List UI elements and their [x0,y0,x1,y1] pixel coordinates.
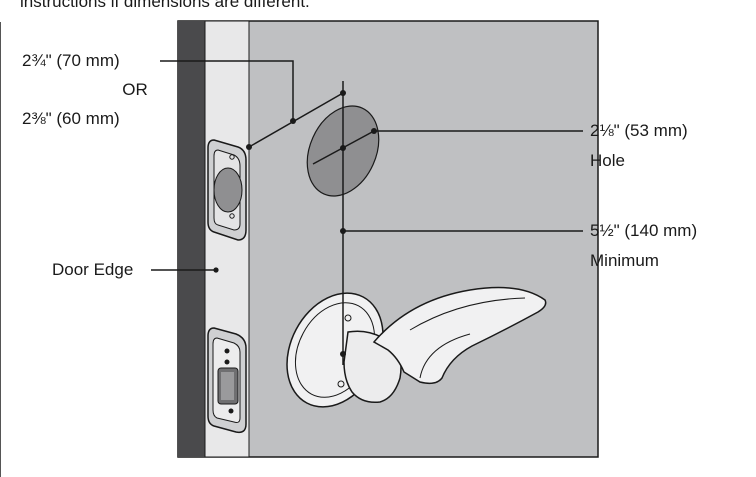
hole-size-label: 2⅛" (53 mm) [590,121,688,140]
door-edge-label: Door Edge [52,260,134,279]
hole-word-label: Hole [590,151,625,170]
lever-handle [343,286,547,404]
hole-diameter-line [312,130,375,165]
page-left-rule [0,22,1,477]
door-dark-strip [178,21,205,457]
backset-dimension-line [248,92,344,148]
lower-latch-plate [207,327,247,434]
backset-or-label: OR [122,80,148,99]
minimum-distance-label: 5½" (140 mm) [590,221,698,240]
latch-faceplate [207,139,247,241]
handle-center-dot [340,351,346,357]
backset-long-label: 2¾" (70 mm) [22,51,120,70]
backset-leader [160,60,294,121]
backset-short-label: 2⅜" (60 mm) [22,109,120,128]
minimum-word-label: Minimum [590,251,659,270]
header-text: instructions if dimensions are different… [20,0,310,11]
